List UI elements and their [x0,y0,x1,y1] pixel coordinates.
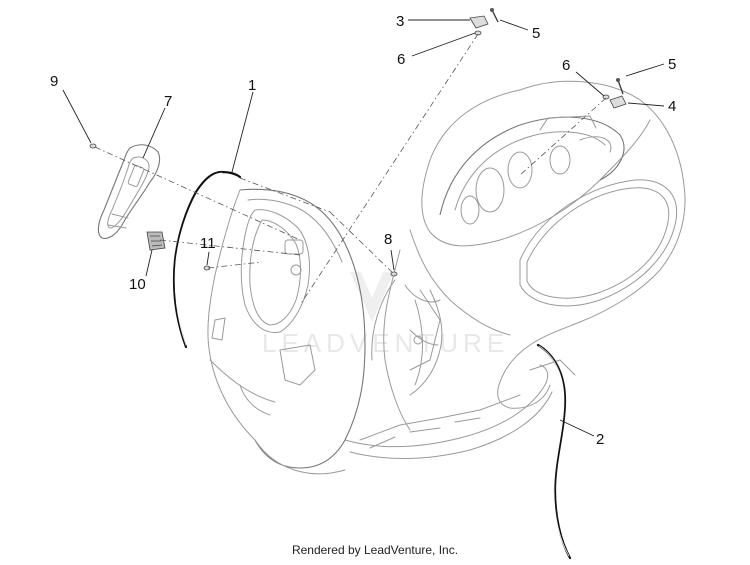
watermark-text: LEADVENTURE [262,328,509,358]
callout-8: 8 [384,231,392,248]
callout-9: 9 [50,73,58,90]
callout-2: 2 [596,431,604,448]
callout-3: 3 [396,13,404,30]
part-10-clip [146,231,166,251]
footer-credit: Rendered by LeadVenture, Inc. [291,543,459,557]
leader-lines [62,19,665,437]
callout-11: 11 [200,235,216,252]
callout-4: 4 [668,98,676,115]
scooter-body [207,80,686,475]
callout-5-top: 5 [532,25,540,42]
callout-5-right: 5 [668,56,676,73]
hardware [89,8,627,277]
part-1-edge-trim [172,170,242,349]
callout-7: 7 [164,93,172,110]
callout-1: 1 [248,77,256,94]
callout-10: 10 [129,276,146,293]
callout-6-right: 6 [562,57,570,74]
callout-6-top: 6 [397,51,405,68]
callouts: 9 7 1 3 5 6 6 5 4 8 11 10 2 [50,13,676,448]
assembly-lines [94,33,607,306]
part-2-trim-strip [536,343,572,560]
watermark: LEADVENTURE [262,272,509,358]
part-7-trim [97,144,161,239]
